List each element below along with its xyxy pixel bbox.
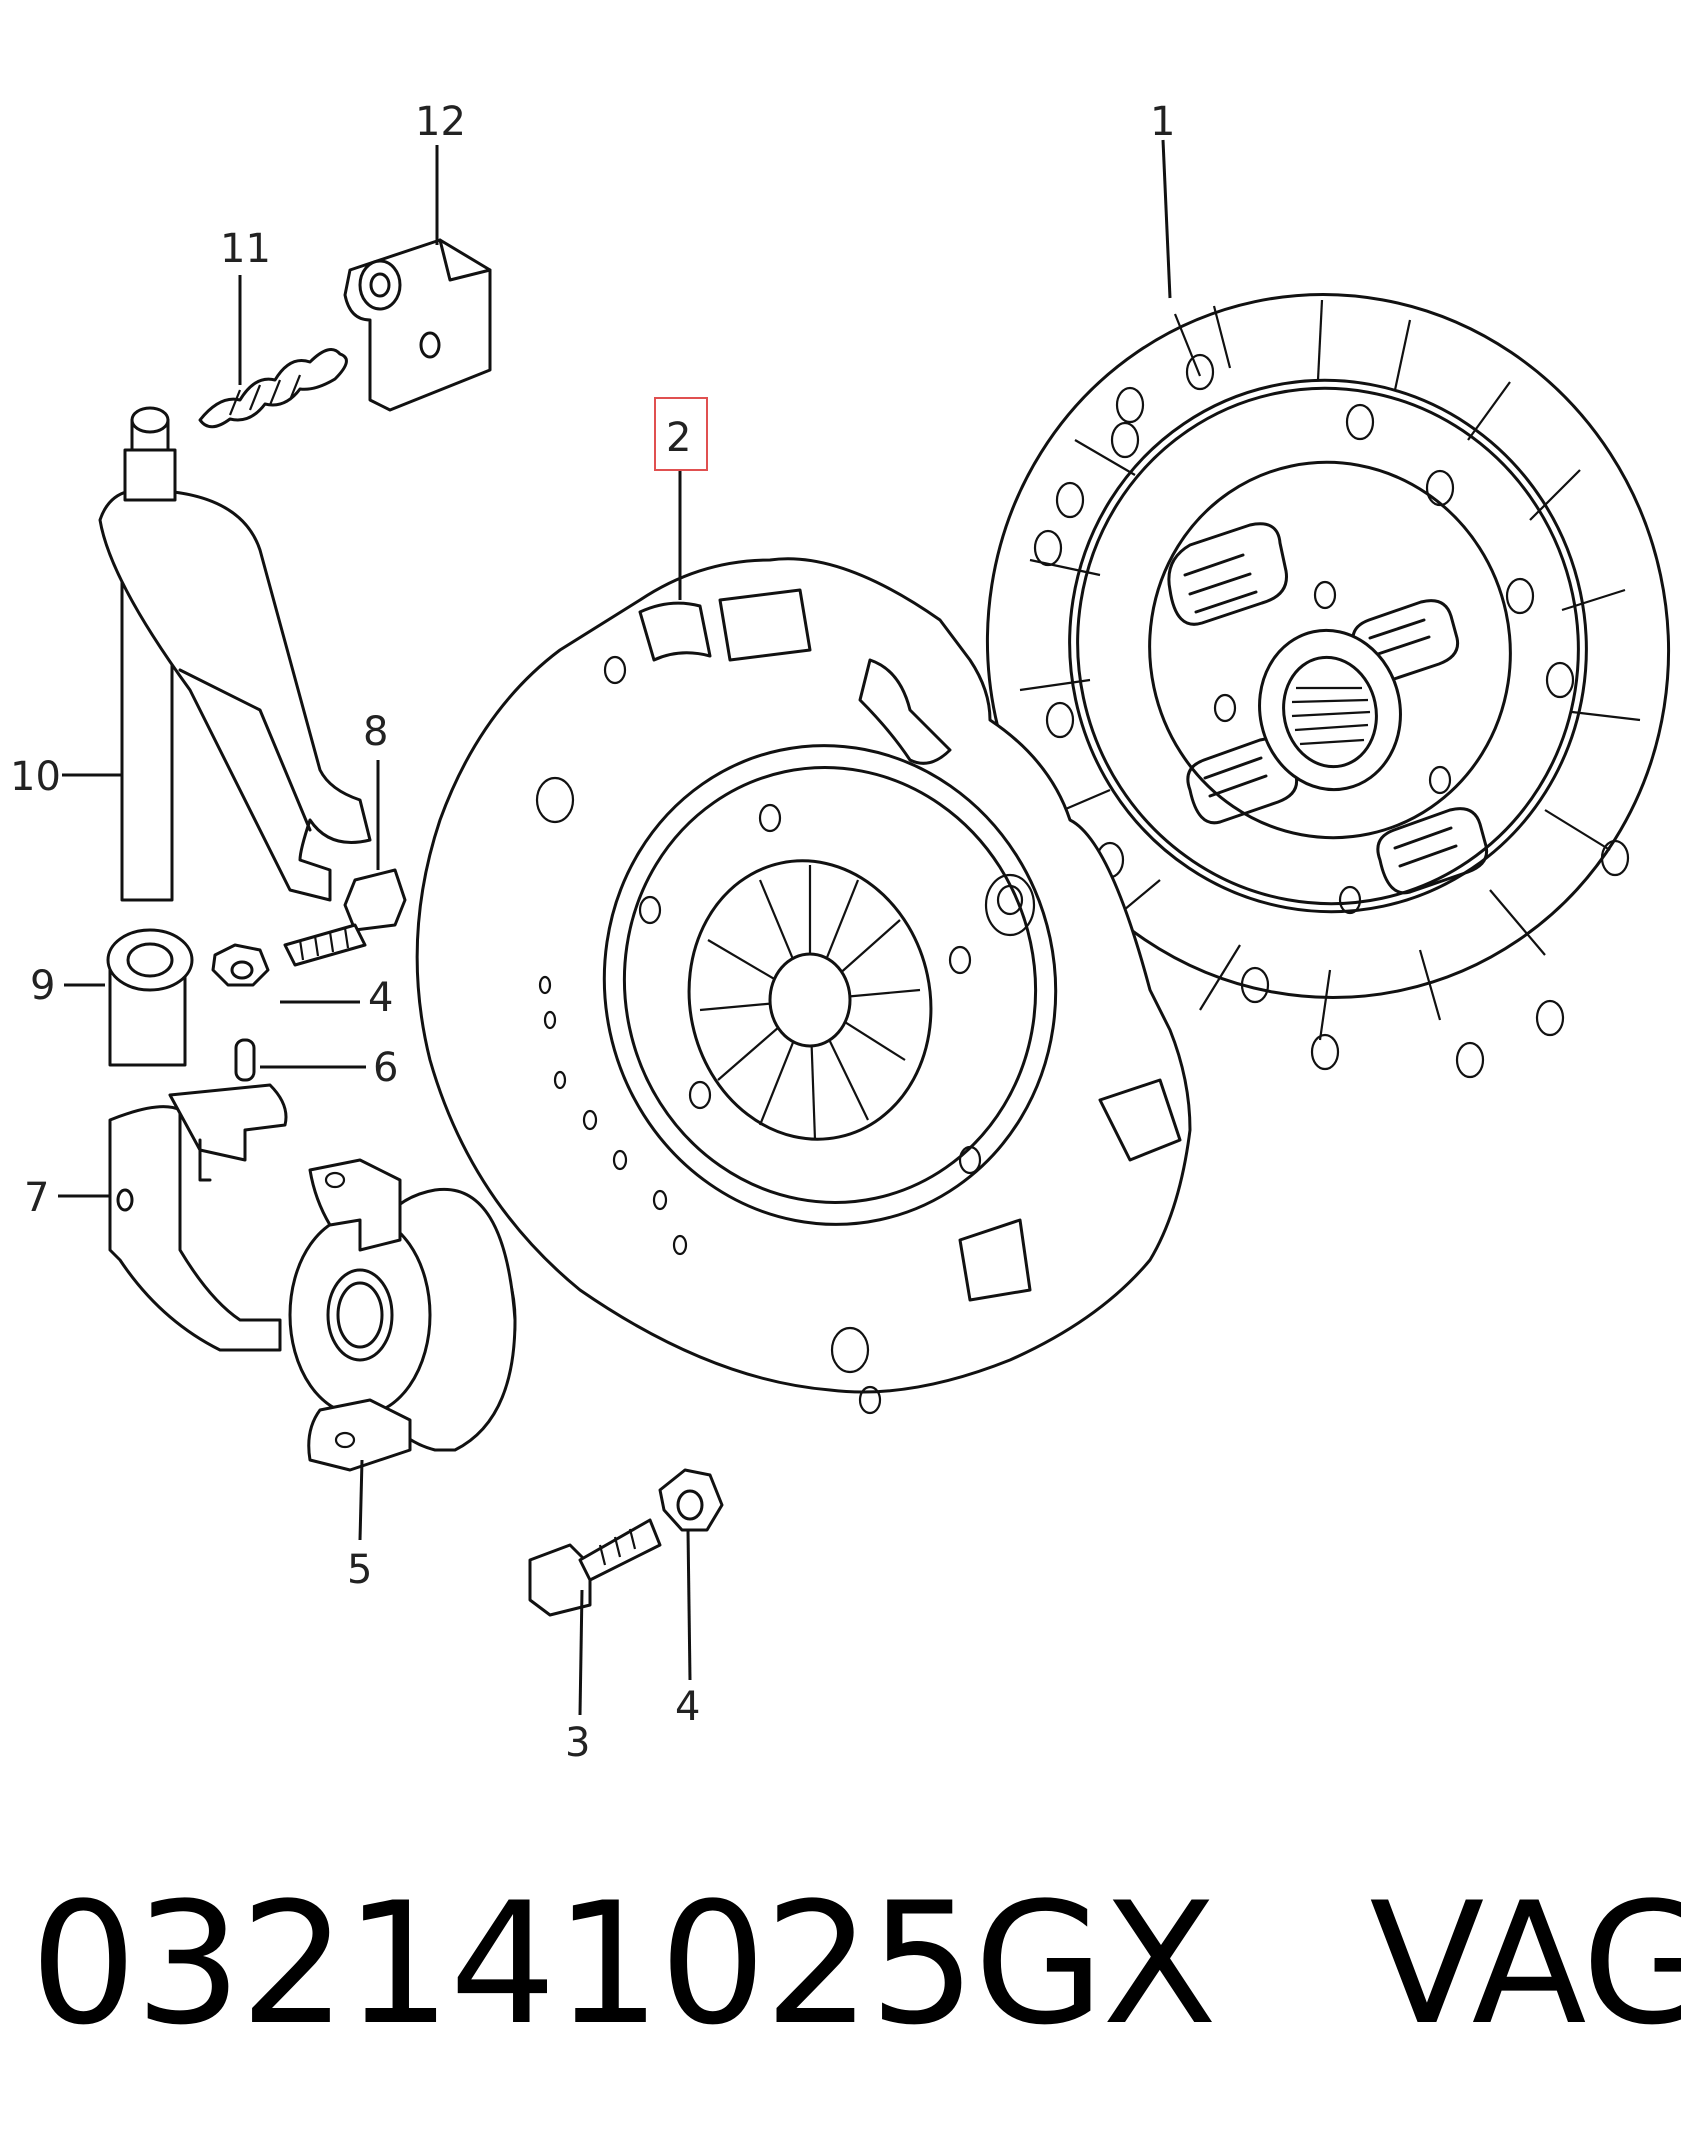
clutch-disc-part-1[interactable] <box>922 231 1681 1079</box>
callout-4-upper: 4 <box>368 975 393 1021</box>
part-caption: 032141025GX VAG <box>30 1880 1681 2048</box>
callout-10: 10 <box>10 754 61 800</box>
bolt-part-3[interactable] <box>528 1518 662 1617</box>
spring-part-11[interactable] <box>198 348 348 429</box>
callout-3: 3 <box>565 1720 590 1766</box>
callout-2-highlight-box <box>654 397 708 471</box>
part-number: 032141025GX <box>30 1866 1217 2062</box>
callout-12: 12 <box>415 99 466 145</box>
callout-8: 8 <box>363 709 388 755</box>
callout-1: 1 <box>1150 99 1175 145</box>
leader-lines <box>58 139 1172 1716</box>
callout-6: 6 <box>373 1045 398 1091</box>
release-shaft-part-10[interactable] <box>98 406 372 902</box>
ball-stud-part-8[interactable] <box>283 868 407 967</box>
callout-4-lower: 4 <box>675 1684 700 1730</box>
callout-2: 2 <box>666 415 691 461</box>
pin-part-6[interactable] <box>234 1038 256 1082</box>
bracket-part-12[interactable] <box>343 238 492 412</box>
pressure-plate-part-2[interactable] <box>415 557 1192 1415</box>
callout-11: 11 <box>220 226 271 272</box>
callout-7: 7 <box>24 1175 49 1221</box>
callout-5: 5 <box>347 1547 372 1593</box>
nut-part-4-upper[interactable] <box>211 943 270 987</box>
bushing-part-9[interactable] <box>106 928 194 1067</box>
fork-clip-part-7[interactable] <box>108 1083 288 1352</box>
release-bearing-part-5[interactable] <box>288 1158 517 1472</box>
brand-name: VAG <box>1369 1866 1681 2062</box>
nut-part-4-lower[interactable] <box>658 1468 724 1532</box>
callout-9: 9 <box>30 963 55 1009</box>
